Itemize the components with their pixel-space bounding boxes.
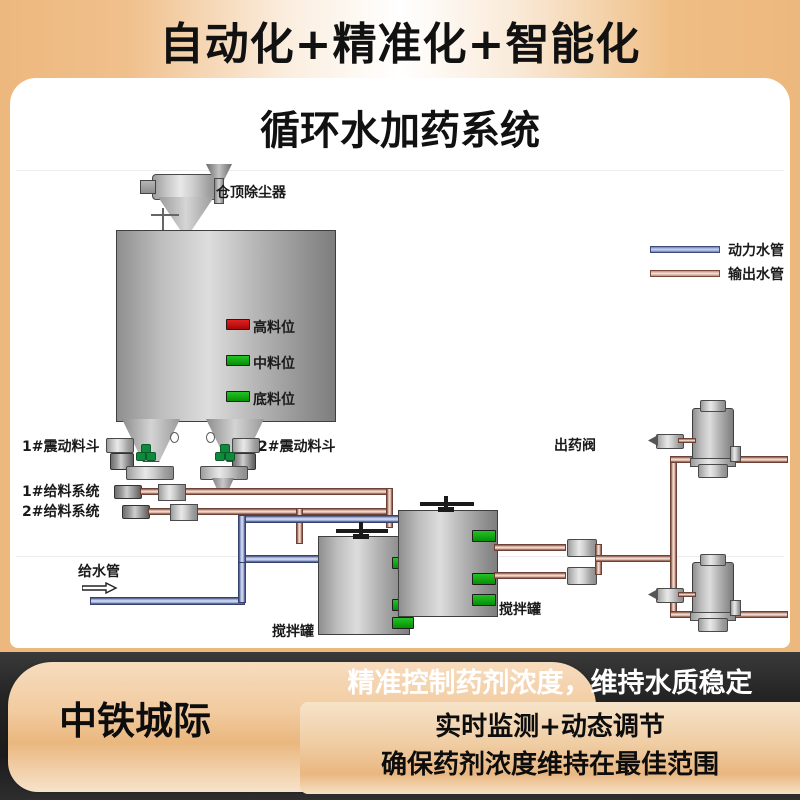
pump-1-inlet-pipe	[678, 438, 696, 443]
vibrator-2-valve-cluster	[215, 444, 235, 462]
vibrator-1-valve-cluster	[136, 444, 156, 462]
mixer-tank-1-label: 搅拌罐	[272, 624, 314, 640]
vibrator-2-motor	[232, 438, 260, 453]
legend-swatch-power-pipe	[650, 246, 720, 253]
dosing-valve-label: 出药阀	[554, 438, 596, 454]
mixer-tank-2-label: 搅拌罐	[499, 602, 541, 618]
divider-top	[16, 170, 784, 171]
footer-subtext-plate	[300, 702, 800, 794]
pump-2-cap	[700, 554, 726, 566]
level-high-led	[226, 319, 250, 330]
header-tagline: 自动化+精准化+智能化	[159, 19, 641, 70]
pump-2-arrow-icon	[648, 589, 658, 600]
water-supply-arrow-icon	[81, 581, 122, 595]
pump-1-cap	[700, 400, 726, 412]
mixer-tank-2-agitator-bar	[420, 502, 474, 506]
feeder-1-coupling	[158, 484, 186, 501]
pump-1-discharge	[698, 464, 728, 478]
dosing-valve-upper	[567, 539, 597, 557]
brand-name: 中铁城际	[58, 699, 211, 743]
feeder-2-label: 2#给料系统	[22, 504, 100, 520]
mixer-tank-2-agitator-cap	[438, 507, 454, 512]
cone-hook-right	[206, 432, 215, 443]
page-title: 循环水加药系统	[260, 108, 540, 154]
process-diagram: 仓顶除尘器 高料位 中料位 底料位	[10, 78, 790, 648]
pump-2-inlet-pipe	[678, 592, 696, 597]
mixer-2-led-mid	[472, 573, 496, 585]
mixer-1-led-low	[392, 617, 414, 629]
legend-label-power-pipe: 动力水管	[728, 243, 784, 259]
water-supply-main	[90, 597, 245, 605]
feeder-2-coupling	[170, 504, 198, 521]
dust-collector-brace-1	[151, 214, 179, 216]
mixer-2-led-low	[472, 594, 496, 606]
level-mid-label: 中料位	[253, 356, 295, 372]
dust-collector-stack	[214, 178, 224, 204]
vibrator-1-base	[110, 453, 134, 470]
dosing-header-line	[595, 555, 677, 562]
water-supply-label: 给水管	[78, 564, 120, 580]
mixer-2-led-high	[472, 530, 496, 542]
mixer-tank-1-agitator-cap	[353, 534, 369, 539]
feeder-1-riser	[386, 488, 393, 528]
water-riser-branch	[238, 515, 246, 563]
level-low-label: 底料位	[253, 392, 295, 408]
dosing-valve-lower	[567, 567, 597, 585]
hopper-1-label: 1#震动料斗	[22, 439, 100, 455]
footer-subline-2: 确保药剂浓度维持在最佳范围	[380, 750, 719, 780]
footer-headline: 精准控制药剂浓度，维持水质稳定	[347, 667, 753, 699]
level-low-led	[226, 391, 250, 402]
dust-collector-inlet	[140, 180, 156, 194]
pump-2-discharge	[698, 618, 728, 632]
pump-1-body	[692, 408, 734, 462]
hopper-2-label: 2#震动料斗	[258, 439, 336, 455]
dosing-outlet-lower	[494, 572, 566, 579]
cone-hook-left	[170, 432, 179, 443]
header-band	[0, 0, 800, 80]
vibrator-1-motor	[106, 438, 134, 453]
content-card: 循环水加药系统 仓顶除尘器 高料位	[10, 78, 790, 648]
feeder-2-motor	[122, 505, 150, 519]
feeder-2-riser	[296, 508, 303, 544]
mixer-tank-1-agitator-bar	[336, 529, 388, 533]
dosing-outlet-upper	[494, 544, 566, 551]
hopper-2-outlet-tray	[200, 466, 248, 480]
legend-label-output-pipe: 输出水管	[728, 267, 784, 283]
feeder-1-motor	[114, 485, 142, 499]
dust-collector-body	[152, 174, 222, 200]
pump-2-side-port	[730, 600, 741, 616]
level-high-label: 高料位	[253, 320, 295, 336]
footer-subline-1: 实时监测+动态调节	[435, 712, 665, 742]
hopper-1-outlet-tray	[126, 466, 174, 480]
feeder-1-label: 1#给料系统	[22, 484, 100, 500]
legend-swatch-output-pipe	[650, 270, 720, 277]
water-branch-lower	[238, 555, 328, 563]
pump-1-arrow-icon	[648, 435, 658, 446]
pump-1-side-port	[730, 446, 741, 462]
pump-2-body	[692, 562, 734, 616]
dust-collector-label: 仓顶除尘器	[216, 185, 286, 201]
dust-collector-support	[162, 208, 164, 244]
level-mid-led	[226, 355, 250, 366]
